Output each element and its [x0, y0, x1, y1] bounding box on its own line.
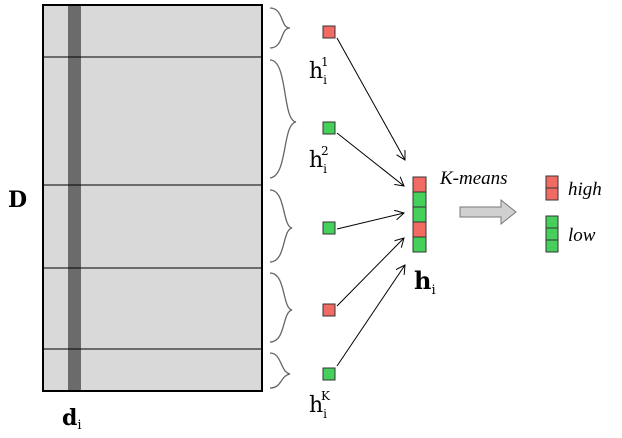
matrix-label: D — [8, 187, 27, 213]
stack-cell-2 — [412, 191, 427, 208]
stack-cell-1 — [412, 176, 427, 193]
matrix-dividers — [43, 56, 262, 350]
vector-label-1: hi1 — [309, 55, 329, 87]
arrows — [336, 37, 405, 367]
block-arrow — [459, 198, 517, 226]
vector-square-2 — [322, 121, 336, 135]
legend: high low — [545, 175, 602, 253]
legend-high-cell-1 — [545, 175, 559, 189]
svg-text:di: di — [62, 405, 82, 433]
arrow-3 — [336, 213, 404, 230]
arrow-1 — [336, 37, 405, 160]
arrow-4 — [336, 238, 404, 307]
vector-label-5: hiK — [309, 389, 331, 421]
column-label-sub: i — [77, 418, 81, 433]
column-label: d — [62, 405, 77, 431]
vector-square-3 — [322, 221, 336, 235]
vector-squares — [322, 25, 336, 381]
brace-4 — [269, 272, 293, 343]
vector-label-2: hi2 — [309, 144, 329, 176]
vector-square-1 — [322, 25, 336, 39]
vector-square-4 — [322, 303, 336, 317]
stack-cell-5 — [412, 236, 427, 253]
arrow-5 — [336, 265, 405, 367]
segment-braces — [269, 7, 297, 389]
vector-square-5 — [322, 367, 336, 381]
kmeans-label: K-means — [439, 168, 508, 189]
legend-low-cell-2 — [545, 227, 559, 241]
stacked-vector-hi — [412, 176, 427, 253]
legend-label-high: high — [568, 179, 602, 200]
stack-label-sub: i — [431, 283, 435, 298]
stack-cell-3 — [412, 206, 427, 223]
svg-text:hi: hi — [414, 266, 436, 298]
brace-2 — [269, 59, 297, 179]
brace-1 — [269, 7, 291, 49]
legend-low-cell-3 — [545, 239, 559, 253]
arrow-2 — [336, 132, 404, 186]
brace-5 — [269, 352, 291, 389]
legend-low-cell-1 — [545, 215, 559, 229]
legend-high-cell-2 — [545, 187, 559, 201]
column-di — [68, 6, 81, 390]
matrix-d: D di — [8, 4, 263, 433]
legend-label-low: low — [568, 225, 596, 246]
brace-3 — [269, 189, 293, 263]
vector-labels: hi1 hi2 hiK — [309, 55, 331, 421]
stack-label: h — [414, 266, 431, 295]
stack-cell-4 — [412, 221, 427, 238]
